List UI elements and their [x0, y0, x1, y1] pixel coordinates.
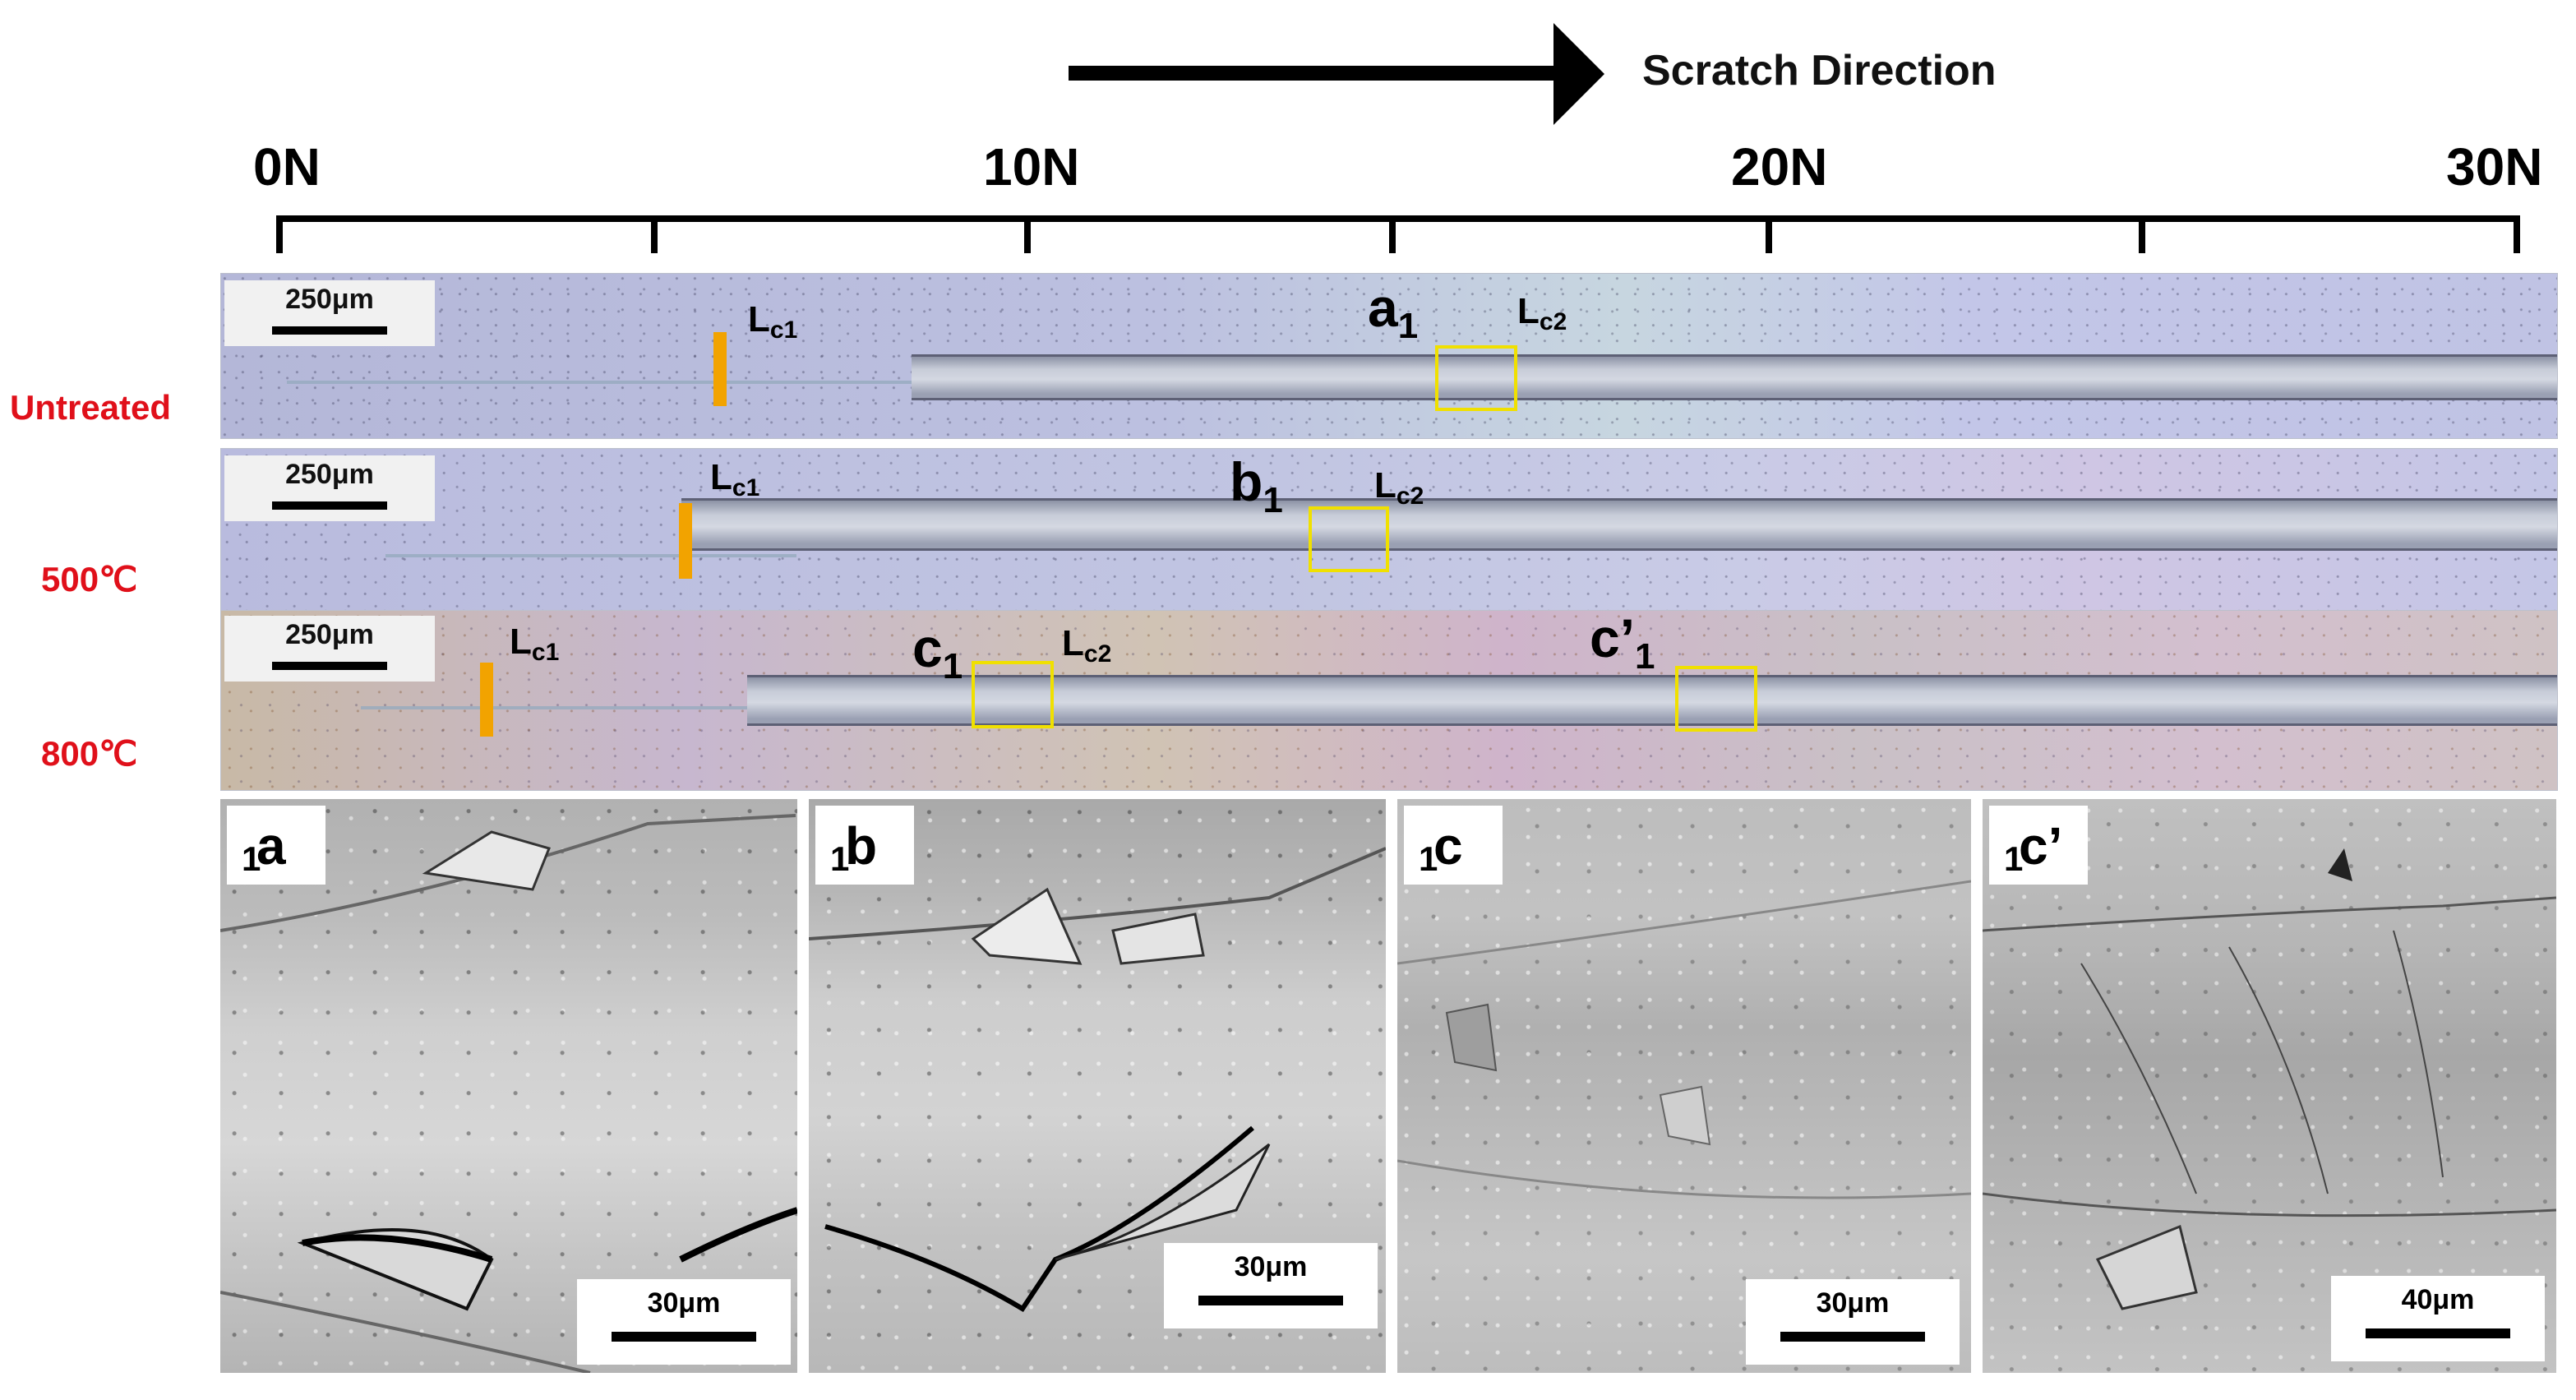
sem-features-b1: [809, 847, 1386, 1313]
sem-scale-bar-b1: 30μm: [1164, 1243, 1378, 1328]
load-scale-tick: [276, 215, 283, 253]
sem-panel-c-prime-1: c’1 40μm: [1983, 799, 2556, 1373]
lc2-label-500c: Lc2: [1374, 465, 1424, 510]
row-label-800c: 800℃: [41, 734, 138, 773]
sem-scale-bar-a1: 30μm: [577, 1279, 791, 1365]
scratch-direction-arrow-icon: [1553, 23, 1604, 125]
lc2-label-800c: Lc2: [1062, 623, 1112, 668]
roi-box-a1: [1435, 345, 1517, 411]
load-tick-label-0n: 0N: [253, 137, 321, 196]
lc1-marker-untreated: [713, 332, 727, 406]
load-scale-tick: [1024, 215, 1031, 253]
load-scale-tick: [2139, 215, 2145, 253]
scratch-direction-label: Scratch Direction: [1642, 47, 1997, 95]
scale-bar-untreated: 250μm: [224, 280, 435, 346]
panel-tag-c-prime-1: c’1: [1989, 806, 2088, 885]
scratch-direction-arrow-shaft: [1069, 66, 1562, 81]
roi-box-c1: [972, 661, 1054, 728]
load-scale-tick: [651, 215, 658, 253]
row-label-untreated: Untreated: [10, 388, 172, 427]
lc1-marker-800c: [480, 663, 493, 737]
sem-scale-bar-c-prime-1: 40μm: [2331, 1276, 2545, 1361]
sem-features-a1: [220, 814, 797, 1373]
load-scale-tick: [1766, 215, 1772, 253]
lc1-label-500c: Lc1: [710, 457, 760, 501]
roi-box-b1: [1309, 506, 1389, 572]
scratch-micrograph-800c: 250μm: [220, 610, 2558, 791]
load-scale-axis: [276, 215, 2520, 222]
row-label-500c: 500℃: [41, 560, 138, 598]
load-tick-label-10n: 10N: [983, 137, 1080, 196]
roi-letter-b1: b1: [1230, 451, 1283, 520]
load-tick-label-20n: 20N: [1731, 137, 1828, 196]
lc1-marker-500c: [679, 503, 692, 579]
sem-features-c-prime-1: [1983, 848, 2556, 1310]
scratch-micrograph-500c: 250μm: [220, 448, 2558, 614]
roi-box-c-prime-1: [1675, 666, 1757, 732]
roi-letter-c-prime-1: c’1: [1590, 608, 1655, 677]
roi-letter-c1: c1: [912, 617, 963, 686]
lc2-label-untreated: Lc2: [1517, 291, 1567, 335]
load-scale-tick: [2514, 215, 2520, 253]
lc1-label-800c: Lc1: [510, 621, 560, 666]
scale-bar-500c: 250μm: [224, 455, 435, 521]
scale-bar-800c: 250μm: [224, 616, 435, 682]
scratch-micrograph-untreated: 250μm: [220, 273, 2558, 439]
sem-features-c1: [1397, 880, 1971, 1199]
sem-scale-bar-c1: 30μm: [1746, 1279, 1960, 1365]
roi-letter-a1: a1: [1368, 277, 1419, 346]
lc1-label-untreated: Lc1: [748, 299, 798, 344]
load-scale-tick: [1389, 215, 1396, 253]
load-tick-label-30n: 30N: [2446, 137, 2543, 196]
